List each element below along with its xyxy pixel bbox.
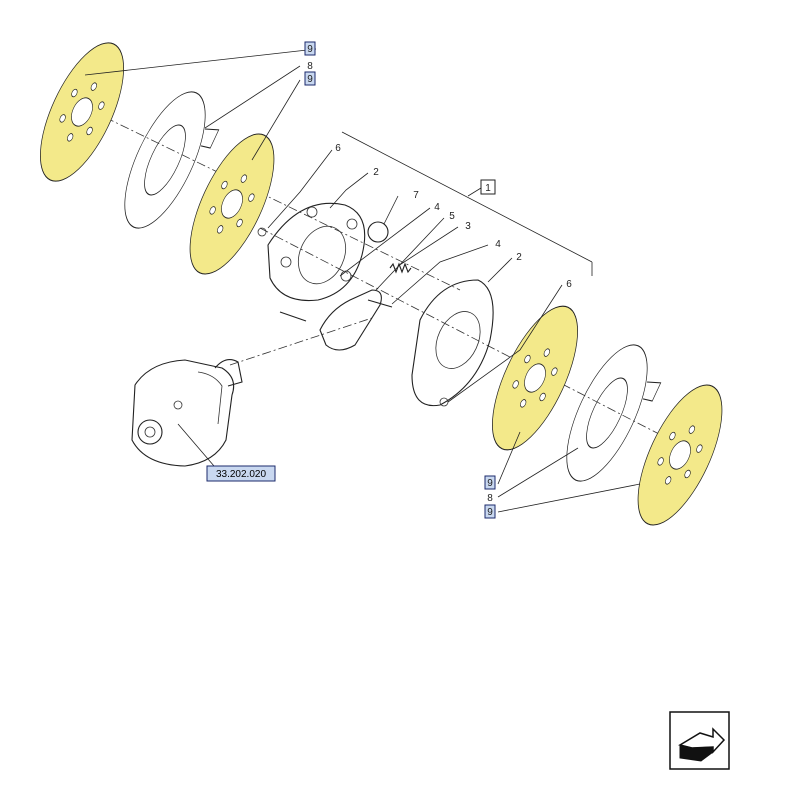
- assembly-bracket: [341, 131, 593, 276]
- callout-disc-bottom-right[interactable]: 9: [484, 504, 496, 519]
- leader-pin: [375, 217, 445, 291]
- plate-inner: [586, 377, 628, 449]
- plate-tab: [200, 128, 220, 149]
- leader-bolt-right: [447, 284, 563, 403]
- svg-text:9: 9: [307, 44, 313, 55]
- reference-link[interactable]: 33.202.020: [206, 465, 276, 482]
- axis-line-actuator: [229, 317, 373, 366]
- leader-plate-top: [204, 65, 301, 129]
- leader-carrier-right: [487, 257, 513, 283]
- plate-outline: [566, 344, 648, 482]
- leader-bolt-left: [267, 149, 333, 229]
- svg-text:1: 1: [485, 183, 491, 194]
- pin-shaft: [367, 299, 393, 308]
- leader-disc-top-center: [251, 79, 301, 161]
- splined-center-hole: [221, 189, 243, 219]
- brake-carrier-right: [411, 279, 494, 407]
- steel-plate-bottom: [566, 344, 662, 482]
- callout-bolt-left[interactable]: 6: [335, 143, 341, 154]
- next-page-arrow-icon[interactable]: [669, 711, 730, 770]
- callout-carrier-right[interactable]: 2: [516, 252, 522, 263]
- actuator-lever: [214, 359, 243, 387]
- leader-disc-top-left: [84, 48, 317, 76]
- callout-assembly[interactable]: 1: [480, 179, 496, 195]
- actuator-housing: [131, 359, 243, 467]
- leader-plate-bottom: [497, 447, 579, 498]
- svg-text:33.202.020: 33.202.020: [216, 469, 266, 480]
- callout-carrier-left[interactable]: 2: [373, 167, 379, 178]
- callout-disc-top-left[interactable]: 9: [304, 41, 316, 56]
- plate-outline: [124, 91, 206, 229]
- leader-spring: [397, 226, 459, 267]
- plate-tab: [642, 381, 662, 402]
- friction-disc-top-left: [39, 42, 125, 182]
- callout-pin[interactable]: 5: [449, 211, 455, 222]
- friction-disc-bottom-right: [637, 384, 723, 526]
- bolt-pin: [279, 311, 307, 322]
- leader-link-b: [391, 244, 489, 305]
- callout-plate-bottom[interactable]: 8: [487, 493, 493, 504]
- svg-text:9: 9: [487, 478, 493, 489]
- axis-line-lower: [259, 227, 691, 451]
- splined-center-hole: [524, 363, 546, 393]
- splined-center-hole: [669, 440, 691, 470]
- bolt-left-head: [257, 227, 267, 237]
- bolt-right-head: [439, 397, 449, 407]
- callout-ball[interactable]: 7: [413, 190, 419, 201]
- callout-link-b[interactable]: 4: [495, 239, 501, 250]
- callout-spring[interactable]: 3: [465, 221, 471, 232]
- link-plate: [319, 289, 382, 351]
- callout-disc-top-center[interactable]: 9: [304, 71, 316, 86]
- plate-inner: [144, 124, 186, 196]
- callout-disc-bottom-center[interactable]: 9: [484, 475, 496, 490]
- callout-plate-top[interactable]: 8: [307, 61, 313, 72]
- axis-line-upper: [89, 109, 461, 291]
- brake-carrier-left: [257, 202, 366, 302]
- svg-text:9: 9: [307, 74, 313, 85]
- friction-disc-bottom-center: [492, 305, 578, 451]
- leader-ball: [383, 195, 399, 225]
- leader-carrier-left: [329, 172, 369, 209]
- splined-center-hole: [71, 97, 93, 127]
- spring: [389, 262, 412, 274]
- ball: [367, 221, 389, 243]
- svg-text:9: 9: [487, 507, 493, 518]
- callout-link-a[interactable]: 4: [434, 202, 440, 213]
- leader-disc-bottom-right: [497, 483, 641, 513]
- leader-disc-bottom-center: [497, 431, 521, 485]
- callout-bolt-right[interactable]: 6: [566, 279, 572, 290]
- leader-reference: [177, 423, 215, 467]
- leader-assembly: [467, 187, 482, 197]
- leader-link-a: [339, 207, 431, 277]
- friction-disc-top-center: [189, 133, 275, 275]
